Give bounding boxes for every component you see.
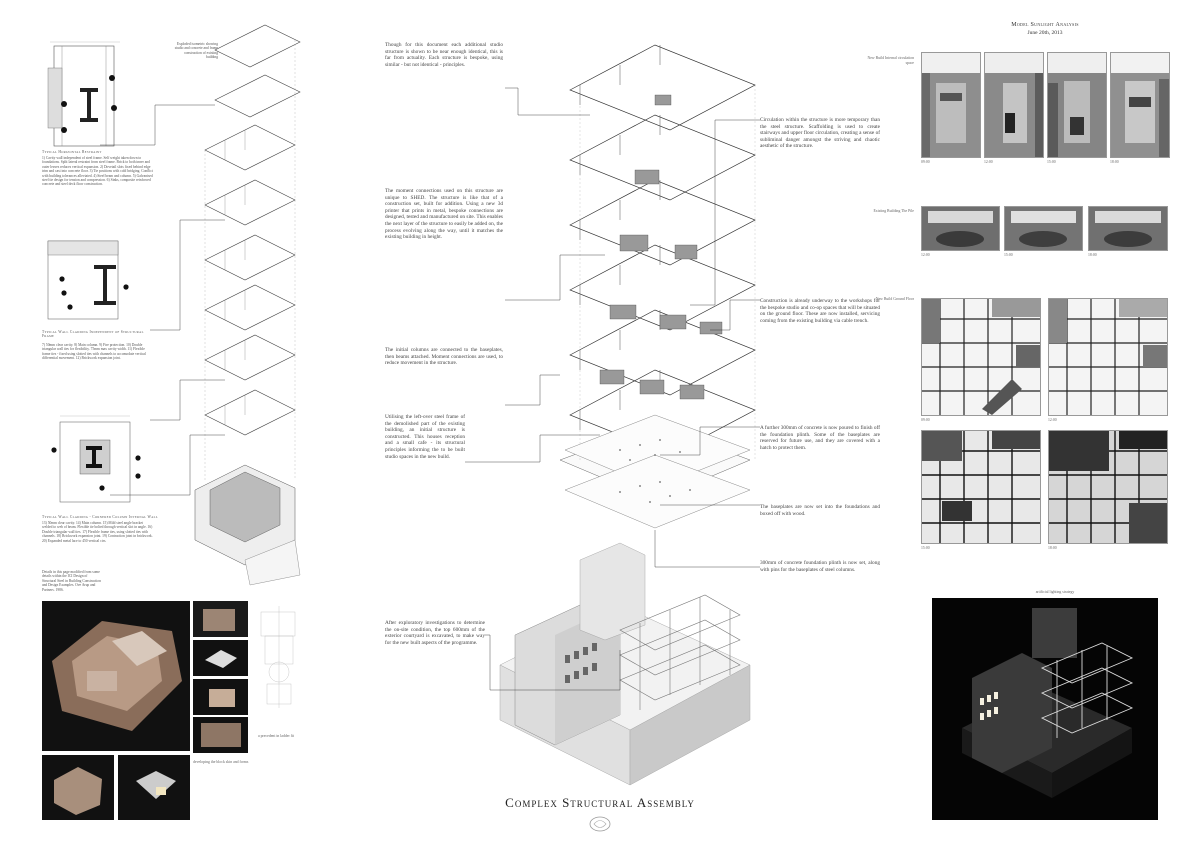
page-title: Complex Structural Assembly xyxy=(505,795,695,810)
annotation-foundation-plinth: 300mm of concrete foundation plinth is n… xyxy=(760,560,880,573)
exploded-isometric-caption: Exploded isometric showing studio and co… xyxy=(174,42,218,60)
detail-drawing-cornered-column xyxy=(51,415,141,503)
model-photo-bottom-2 xyxy=(118,755,190,820)
time-row2-2: 18:00 xyxy=(1088,253,1097,257)
plan-render-1200 xyxy=(1048,298,1168,416)
centre-leader-lines xyxy=(465,87,760,691)
detail2-notes: 7) 50mm clear cavity. 8) Main column. 9)… xyxy=(42,343,146,361)
time-row3-1: 12:00 xyxy=(1048,418,1057,422)
time-row1-1: 12:00 xyxy=(984,160,993,164)
central-foundation-layers xyxy=(564,414,751,529)
sunlight-render-1800 xyxy=(1110,52,1170,158)
left-leader-lines xyxy=(100,104,225,496)
model-photo-small-3 xyxy=(193,679,248,715)
sunlight-render-1200 xyxy=(984,52,1044,158)
detail-drawing-wall-cladding xyxy=(47,240,129,320)
detail1-notes: 1) Cavity wall independent of steel fram… xyxy=(42,156,153,187)
time-row1-2: 15:00 xyxy=(1047,160,1056,164)
lighting-caption: artificial lighting strategy xyxy=(1035,590,1075,594)
label-new-build-circulation: New Build Internal circulation space xyxy=(867,56,915,65)
model-photo-main xyxy=(42,601,190,751)
sketch-drawing xyxy=(260,606,296,708)
sketch-caption: a precedent in ladder fit xyxy=(258,734,295,738)
detail3-notes: 13) 50mm clear cavity. 14) Main column. … xyxy=(42,521,153,543)
model-photo-small-2 xyxy=(193,640,248,676)
time-row2-0: 12:00 xyxy=(921,253,930,257)
header-right-line2: June 20th, 2013 xyxy=(1027,30,1063,36)
existing-render-1200 xyxy=(921,206,1000,251)
detail2-heading: Typical Wall Cladding Independent of Str… xyxy=(42,330,144,339)
time-row4-0: 15:00 xyxy=(921,546,930,550)
time-row4-1: 18:00 xyxy=(1048,546,1057,550)
plan-render-1800 xyxy=(1048,430,1168,544)
time-row2-1: 15:00 xyxy=(1004,253,1013,257)
existing-render-1500 xyxy=(1004,206,1083,251)
model-caption: developing the block skin and forms xyxy=(193,760,249,764)
label-existing-building: Existing Building The Pile xyxy=(873,209,914,213)
model-photo-small-4 xyxy=(193,717,248,753)
reference-note: Details in this page modified from some … xyxy=(42,570,101,592)
annotation-bespoke: Though for this document each additional… xyxy=(385,42,503,68)
exploded-isometric-stack xyxy=(194,24,301,586)
header-right-line1: Model Sunlight Analysis xyxy=(1011,22,1079,28)
time-row3-0: 09:00 xyxy=(921,418,930,422)
existing-render-1800 xyxy=(1088,206,1168,251)
detail3-heading: Typical Wall Cladding - Cornered Column … xyxy=(42,515,158,519)
sunlight-render-0900 xyxy=(921,52,981,158)
assembly-isometric-render xyxy=(499,542,751,786)
plan-render-1500 xyxy=(921,430,1041,544)
annotation-initial-columns: The initial columns are connected to the… xyxy=(385,347,503,367)
logo-emblem xyxy=(589,816,611,832)
artificial-lighting-render xyxy=(932,598,1158,820)
annotation-moment-connections: The moment connections used on this stru… xyxy=(385,188,503,241)
annotation-baseplates: The baseplates are now set into the foun… xyxy=(760,504,880,517)
detail-drawing-horizontal-restraint xyxy=(47,41,120,147)
sunlight-render-1500 xyxy=(1047,52,1107,158)
model-photo-small-1 xyxy=(193,601,248,637)
model-photo-bottom-1 xyxy=(42,755,114,820)
time-row1-0: 09:00 xyxy=(921,160,930,164)
label-new-build-ground-floor: New Build Ground Floor xyxy=(875,297,914,301)
annotation-circulation: Circulation within the structure is more… xyxy=(760,117,880,150)
plan-render-0900 xyxy=(921,298,1041,416)
annotation-construction: Construction is already underway to the … xyxy=(760,298,880,324)
time-row1-3: 18:00 xyxy=(1110,160,1119,164)
annotation-left-over-frame: Utilising the left-over steel frame of t… xyxy=(385,414,465,460)
annotation-further-concrete: A further 300mm of concrete is now poure… xyxy=(760,425,880,451)
annotation-excavation: After exploratory investigations to dete… xyxy=(385,620,485,646)
detail1-heading: Typical Horizontal Restraint xyxy=(42,150,102,154)
